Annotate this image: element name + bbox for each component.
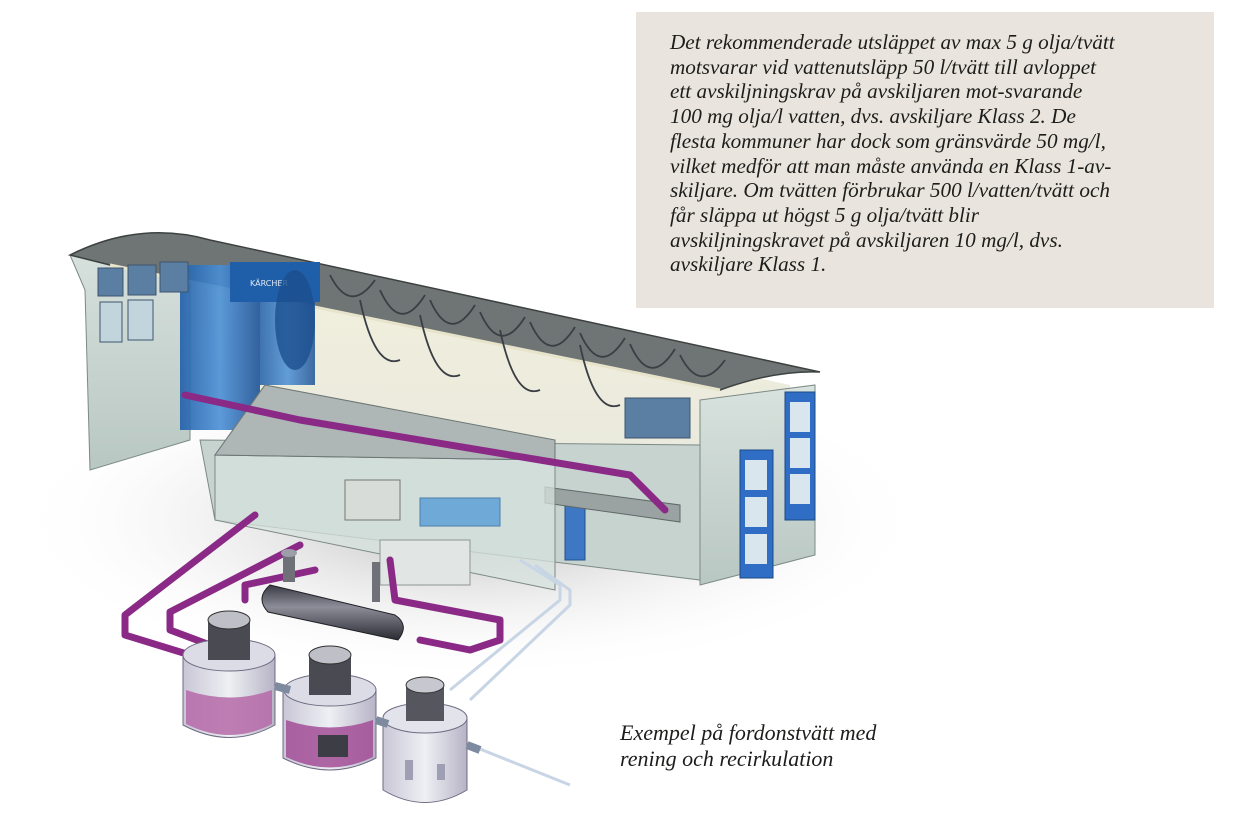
- info-line: avskiljare Klass 1.: [670, 252, 827, 277]
- tank-connectors: [273, 682, 482, 754]
- info-line: vilket medför att man måste använda en K…: [670, 153, 1112, 178]
- info-line: avskiljningskravet på avskiljaren 10 mg/…: [670, 227, 1063, 252]
- info-box: Det rekommenderade utsläppet av max 5 g …: [636, 12, 1214, 308]
- info-text: Det rekommenderade utsläppet av max 5 g …: [670, 30, 1192, 277]
- info-line: Det rekommenderade utsläppet av max 5 g …: [670, 30, 1115, 54]
- info-line: skiljare. Om tvätten förbrukar 500 l/vat…: [670, 178, 1110, 203]
- separator-tank-3: [382, 676, 468, 803]
- hose-loops: [329, 274, 726, 408]
- info-line: 100 mg olja/l vatten, dvs. avskiljare Kl…: [670, 104, 1076, 129]
- info-line: flesta kommuner har dock som gränsvärde …: [670, 128, 1106, 153]
- caption-line: rening och recirkulation: [620, 746, 834, 771]
- info-line: motsvarar vid vattenutsläpp 50 l/tvätt t…: [670, 54, 1097, 79]
- end-doors: [739, 391, 816, 579]
- end-wall-windows: [97, 261, 189, 343]
- figure-caption: Exempel på fordonstvätt med rening och r…: [620, 720, 876, 772]
- water-lines: [449, 558, 572, 787]
- machine-label: KÄRCHER: [250, 278, 288, 288]
- info-line: får släppa ut högst 5 g olja/tvätt blir: [670, 202, 980, 227]
- caption-line: Exempel på fordonstvätt med: [620, 720, 877, 745]
- sludge-cylinder: [261, 549, 404, 641]
- separator-tank-1: [182, 610, 276, 738]
- technical-room: [214, 384, 556, 591]
- info-line: ett avskiljningskrav på avskiljaren mot-…: [670, 79, 1083, 104]
